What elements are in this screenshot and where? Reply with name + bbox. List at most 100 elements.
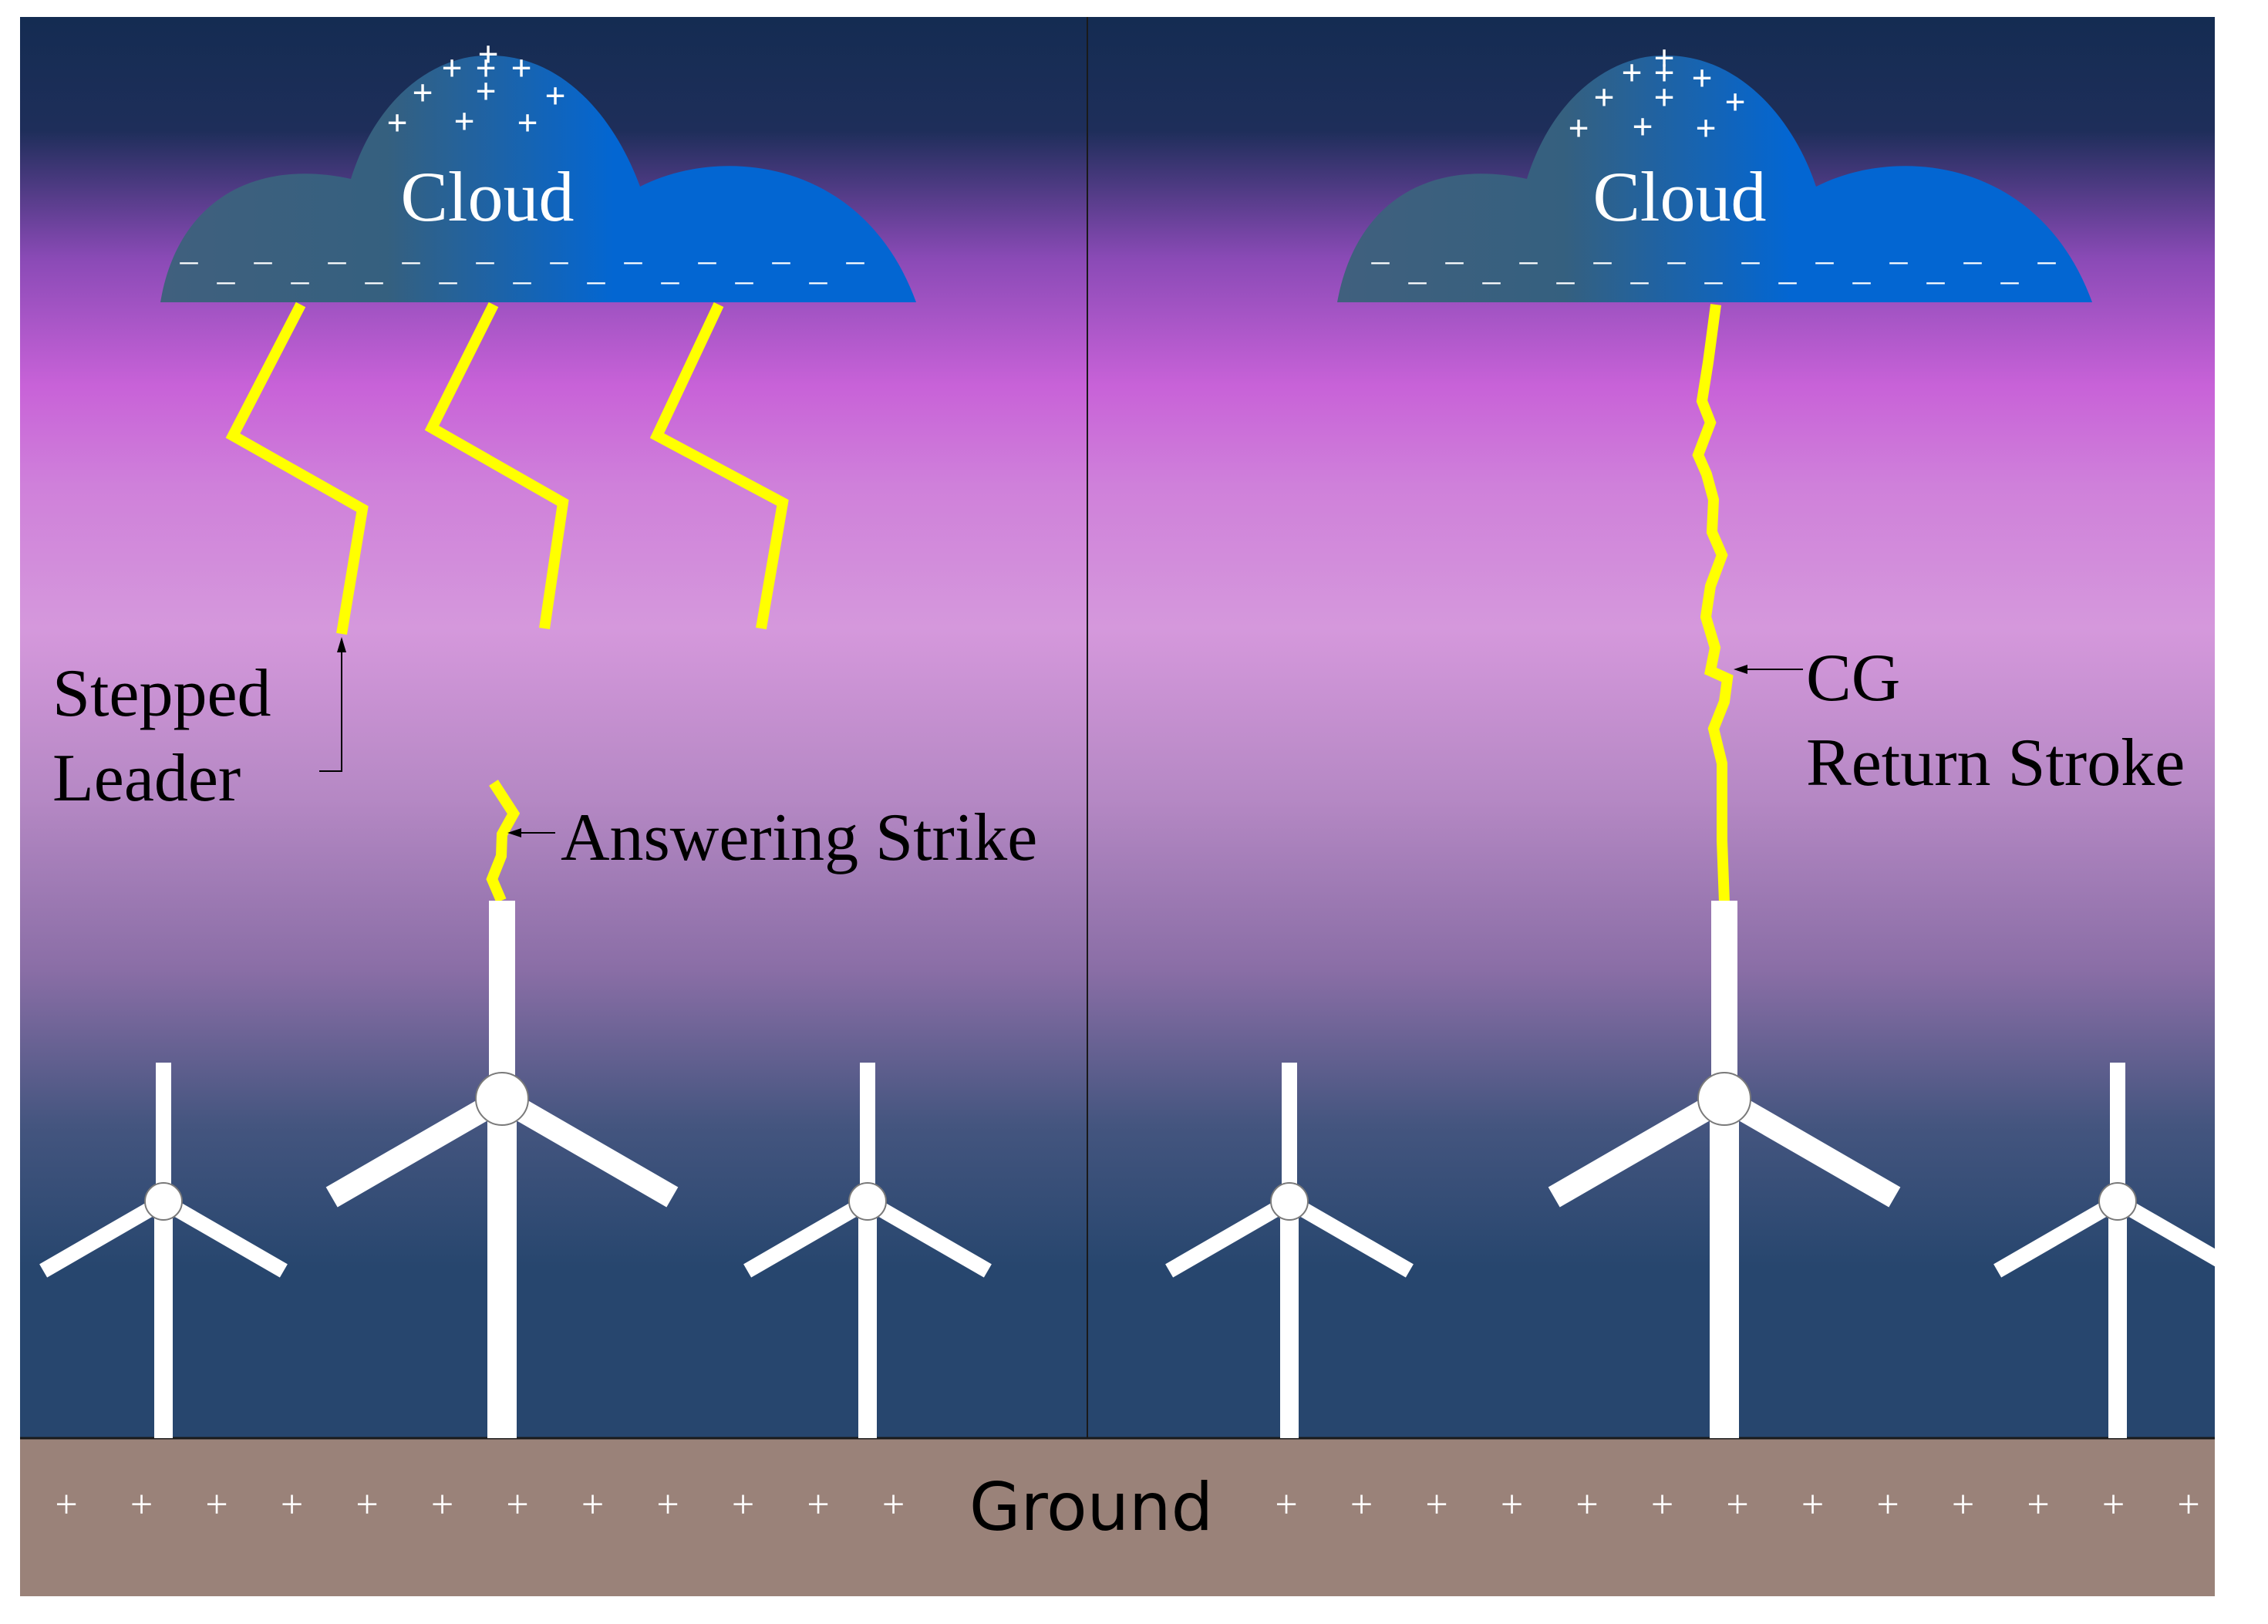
- cloud-positive-charge: +: [1568, 108, 1589, 149]
- cloud-positive-charge: +: [453, 101, 474, 142]
- turbine-hub: [848, 1182, 887, 1221]
- cloud-negative-charge: –: [1445, 240, 1464, 279]
- ground-positive-charge: +: [2102, 1483, 2125, 1527]
- turbine-blade: [1993, 1194, 2121, 1278]
- right-cloud-negative-charges: –––––––––––––––––––: [1371, 240, 2057, 299]
- left-cloud-negative-charges: –––––––––––––––––––: [180, 240, 865, 299]
- turbine-hub: [1270, 1182, 1309, 1221]
- cloud-positive-charge: +: [1691, 58, 1712, 99]
- ground-positive-charge: +: [205, 1483, 227, 1527]
- ground-positive-charge: +: [281, 1483, 303, 1527]
- cloud-negative-charge: –: [550, 240, 569, 279]
- cloud-negative-charge: –: [735, 260, 754, 299]
- turbine-blade: [1282, 1063, 1297, 1201]
- right-cloud-label: Cloud: [1593, 157, 1767, 236]
- cloud-positive-charge: +: [477, 34, 498, 75]
- cloud-negative-charge: –: [439, 260, 458, 299]
- cloud-positive-charge: +: [511, 48, 531, 89]
- cloud-negative-charge: –: [587, 260, 606, 299]
- ground-strip: [20, 1438, 2215, 1596]
- turbine-blade: [864, 1194, 992, 1278]
- cloud-negative-charge: –: [846, 240, 865, 279]
- ground-positive-charges: +++++++++++++++++++++++++: [55, 1483, 2199, 1527]
- ground-positive-charge: +: [2027, 1483, 2049, 1527]
- cloud-negative-charge: –: [1593, 240, 1613, 279]
- ground-positive-charge: +: [1801, 1483, 1824, 1527]
- stepped-leader-label-line1: Stepped: [52, 656, 271, 731]
- cloud-negative-charge: –: [1778, 260, 1798, 299]
- turbine-hub: [2098, 1182, 2137, 1221]
- cloud-positive-charge: +: [1621, 52, 1642, 93]
- cloud-positive-charge: +: [1653, 52, 1674, 93]
- cloud-positive-charge: +: [1653, 77, 1674, 118]
- turbine-blade: [860, 1063, 875, 1201]
- cloud-negative-charge: –: [254, 240, 273, 279]
- cloud-negative-charge: –: [1408, 260, 1427, 299]
- ground-positive-charge: +: [1575, 1483, 1598, 1527]
- cloud-negative-charge: –: [661, 260, 680, 299]
- cloud-negative-charge: –: [402, 240, 421, 279]
- cloud-negative-charge: –: [217, 260, 236, 299]
- ground-positive-charge: +: [1425, 1483, 1447, 1527]
- cloud-negative-charge: –: [1519, 240, 1538, 279]
- wind-turbine-small: [1993, 1063, 2242, 1438]
- turbine-blade: [2110, 1063, 2125, 1201]
- stepped-leader-2: [424, 302, 569, 630]
- left-cloud-positive-charges: ++++++++++: [386, 34, 565, 143]
- cloud-positive-charge: +: [1695, 108, 1716, 149]
- ground-positive-charge: +: [431, 1483, 453, 1527]
- ground-positive-charge: +: [1952, 1483, 1974, 1527]
- ground-positive-charge: +: [2177, 1483, 2199, 1527]
- stepped-leader-label-line2: Leader: [52, 741, 241, 816]
- cloud-positive-charge: +: [1724, 82, 1745, 123]
- wind-turbine-large: [325, 901, 679, 1438]
- right-cloud-shape: [1337, 55, 2092, 302]
- cloud-negative-charge: –: [1482, 260, 1501, 299]
- wind-turbine-large: [1548, 901, 1901, 1438]
- ground-positive-charge: +: [130, 1483, 153, 1527]
- turbine-blade: [489, 901, 515, 1099]
- cloud-negative-charge: –: [513, 260, 532, 299]
- cloud-negative-charge: –: [476, 240, 495, 279]
- turbine-blade: [160, 1194, 288, 1278]
- answering-strike: [486, 780, 521, 903]
- cloud-positive-charge: +: [412, 72, 433, 113]
- cg-return-stroke-arrowhead: [1734, 665, 1747, 674]
- turbine-blade: [1548, 1089, 1730, 1208]
- ground-positive-charge: +: [55, 1483, 77, 1527]
- ground-positive-charge: +: [1651, 1483, 1673, 1527]
- cloud-negative-charge: –: [1852, 260, 1872, 299]
- ground-positive-charge: +: [882, 1483, 905, 1527]
- cloud-negative-charge: –: [1704, 260, 1724, 299]
- cloud-positive-charge: +: [1632, 106, 1653, 147]
- cloud-negative-charge: –: [291, 260, 310, 299]
- turbine-blade: [496, 1089, 679, 1208]
- ground-positive-charge: +: [1726, 1483, 1748, 1527]
- turbine-tower: [487, 1099, 517, 1438]
- turbine-hub: [475, 1072, 529, 1126]
- ground-positive-charge: +: [1275, 1483, 1297, 1527]
- cloud-positive-charge: +: [517, 103, 538, 143]
- cloud-negative-charge: –: [809, 260, 828, 299]
- ground-positive-charge: +: [807, 1483, 829, 1527]
- turbine-blade: [1286, 1194, 1414, 1278]
- answering-strike-arrowhead: [507, 828, 521, 837]
- cg-return-stroke-label-line1: CG: [1806, 641, 1900, 716]
- cg-return-stroke-label-line2: Return Stroke: [1806, 726, 2185, 800]
- turbine-blade: [325, 1089, 508, 1208]
- cloud-negative-charge: –: [1667, 240, 1687, 279]
- turbine-blade: [2114, 1194, 2242, 1278]
- cloud-negative-charge: –: [772, 240, 791, 279]
- turbine-blade: [1711, 901, 1737, 1099]
- wind-turbine-small: [1165, 1063, 1414, 1438]
- turbine-tower: [1710, 1099, 1739, 1438]
- turbine-blade: [1718, 1089, 1901, 1208]
- cloud-negative-charge: –: [1556, 260, 1575, 299]
- left-cloud-label: Cloud: [401, 157, 575, 236]
- cloud-negative-charge: –: [1371, 240, 1390, 279]
- ground-positive-charge: +: [656, 1483, 679, 1527]
- turbine-tower: [2108, 1201, 2127, 1438]
- turbine-blade: [156, 1063, 171, 1201]
